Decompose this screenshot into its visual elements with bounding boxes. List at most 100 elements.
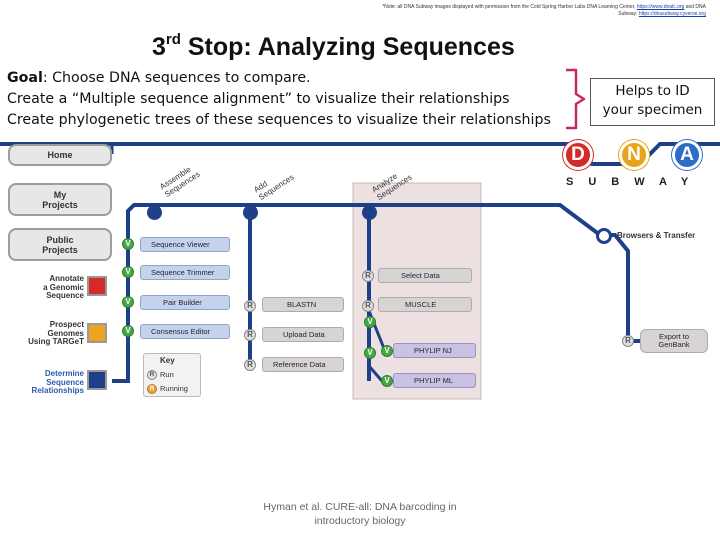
dna-subway-screenshot: Home My Projects Public Projects Annotat… (0, 130, 720, 400)
blastn-status-icon: R (244, 300, 256, 312)
pair-builder-button[interactable]: Pair Builder (140, 295, 230, 310)
key-run-label: Run (160, 370, 174, 379)
export-label-2: GenBank (658, 340, 690, 349)
logo-n: N (627, 144, 641, 165)
sequence-trimmer-status-icon: V (122, 266, 134, 278)
blastn-button[interactable]: BLASTN (262, 297, 344, 312)
helps-line-2: your specimen (602, 102, 703, 118)
upload-data-status-icon: R (244, 329, 256, 341)
muscle-button[interactable]: MUSCLE (378, 297, 472, 312)
select-data-status-icon: R (362, 270, 374, 282)
reference-data-label: Reference Data (273, 360, 326, 369)
goal-line-1-text: : Choose DNA sequences to compare. (42, 70, 311, 86)
phylip-ml-label: PHYLIP ML (414, 376, 454, 385)
analyze-stop-dot[interactable] (362, 205, 377, 220)
slide-footer-citation: Hyman et al. CURE-all: DNA barcoding in … (255, 500, 465, 528)
status-r: R (625, 336, 631, 345)
red-bracket-arrow (566, 68, 586, 130)
key-running-icon: R (147, 384, 157, 394)
consensus-editor-status-icon: V (122, 325, 134, 337)
subway-main-line (0, 142, 720, 166)
my-projects-label-2: Projects (42, 199, 78, 210)
phylip-ml-status-icon: V (381, 375, 393, 387)
sequence-viewer-button[interactable]: Sequence Viewer (140, 237, 230, 252)
home-label: Home (47, 150, 73, 160)
annotate-label-2: a Genomic (43, 282, 84, 292)
sidebar-home-button[interactable]: Home (8, 144, 112, 166)
sidebar-public-projects-button[interactable]: Public Projects (8, 228, 112, 261)
image-credit-note: *Note: all DNA Subway images displayed w… (376, 4, 706, 18)
status-v: V (367, 317, 373, 326)
key-title: Key (160, 356, 175, 365)
assemble-stop-dot[interactable] (147, 205, 162, 220)
credit-line-2: and DNA Subway: (618, 4, 706, 17)
pair-builder-label: Pair Builder (163, 298, 202, 307)
sidebar-annotate-genome-item[interactable]: Annotate a Genomic Sequence (14, 274, 84, 301)
red-line-square-icon[interactable] (87, 276, 107, 296)
phylip-nj-status-icon: V (381, 345, 393, 357)
helps-to-id-box: Helps to ID your specimen (590, 78, 715, 126)
phylip-ml-button[interactable]: PHYLIP ML (393, 373, 476, 388)
sidebar-my-projects-button[interactable]: My Projects (8, 183, 112, 216)
goal-line-1: Goal: Choose DNA sequences to compare. (7, 68, 572, 89)
muscle-status-icon: R (362, 300, 374, 312)
logo-letter-n: N (619, 140, 649, 170)
browsers-transfer-label[interactable]: Browsers & Transfer (617, 231, 696, 240)
determine-label-3: Relationships (31, 386, 84, 395)
key-run-icon: R (147, 370, 157, 380)
sidebar-prospect-genomes-item[interactable]: Prospect Genomes Using TARGeT (14, 320, 84, 347)
export-genbank-button[interactable]: Export to GenBank (640, 329, 708, 353)
logo-d: D (571, 144, 585, 165)
blastn-label: BLASTN (287, 300, 317, 309)
footer-line-2: introductory biology (314, 515, 406, 527)
export-status-icon: R (622, 335, 634, 347)
footer-line-1: Hyman et al. CURE-all: DNA barcoding in (263, 501, 457, 513)
logo-a: A (680, 144, 694, 165)
blue-line-square-icon[interactable] (87, 370, 107, 390)
status-r: R (149, 384, 155, 392)
consensus-editor-label: Consensus Editor (151, 327, 211, 336)
helps-line-1: Helps to ID (615, 83, 690, 99)
analyze-panel-bg (352, 182, 482, 400)
slide-title: 3rd Stop: Analyzing Sequences (152, 31, 515, 62)
status-r: R (365, 301, 371, 310)
determine-label-2: Sequence (46, 377, 84, 387)
key-running-label: Running (160, 384, 188, 393)
sequence-trimmer-button[interactable]: Sequence Trimmer (140, 265, 230, 280)
determine-label-1: Determine (44, 369, 84, 378)
credit-link-dnasubway[interactable]: https://dnasubway.cyverse.org (638, 11, 706, 17)
sequence-viewer-label: Sequence Viewer (151, 240, 210, 249)
reference-data-button[interactable]: Reference Data (262, 357, 344, 372)
pair-builder-status-icon: V (122, 296, 134, 308)
goal-line-3: Create phylogenetic trees of these seque… (7, 112, 551, 128)
annotate-label-3: Sequence (46, 291, 84, 300)
tree-done-status-icon: V (364, 347, 376, 359)
muscle-done-status-icon: V (364, 316, 376, 328)
status-r: R (247, 360, 253, 369)
phylip-nj-button[interactable]: PHYLIP NJ (393, 343, 476, 358)
status-v: V (125, 326, 131, 335)
status-r: R (247, 330, 253, 339)
prospect-label-2: Genomes (47, 328, 84, 338)
browsers-transfer-stop-dot[interactable] (596, 228, 612, 244)
upload-data-button[interactable]: Upload Data (262, 327, 344, 342)
status-v: V (125, 267, 131, 276)
consensus-editor-button[interactable]: Consensus Editor (140, 324, 230, 339)
select-data-button[interactable]: Select Data (378, 268, 472, 283)
title-text: Stop: Analyzing Sequences (187, 33, 515, 61)
status-r: R (365, 271, 371, 280)
sequence-trimmer-label: Sequence Trimmer (151, 268, 215, 277)
status-v: V (367, 348, 373, 357)
prospect-label-1: Prospect (49, 320, 84, 329)
public-projects-label-2: Projects (42, 244, 78, 255)
add-stop-dot[interactable] (243, 205, 258, 220)
yellow-line-square-icon[interactable] (87, 323, 107, 343)
status-v: V (125, 239, 131, 248)
select-data-label: Select Data (401, 271, 440, 280)
muscle-label: MUSCLE (405, 300, 437, 309)
annotate-label-1: Annotate (49, 274, 84, 283)
upload-data-label: Upload Data (283, 330, 325, 339)
credit-link-dnalc[interactable]: https://www.dnalc.org (636, 4, 685, 10)
status-v: V (384, 376, 390, 385)
sidebar-determine-relationships-item[interactable]: Determine Sequence Relationships (14, 369, 84, 396)
